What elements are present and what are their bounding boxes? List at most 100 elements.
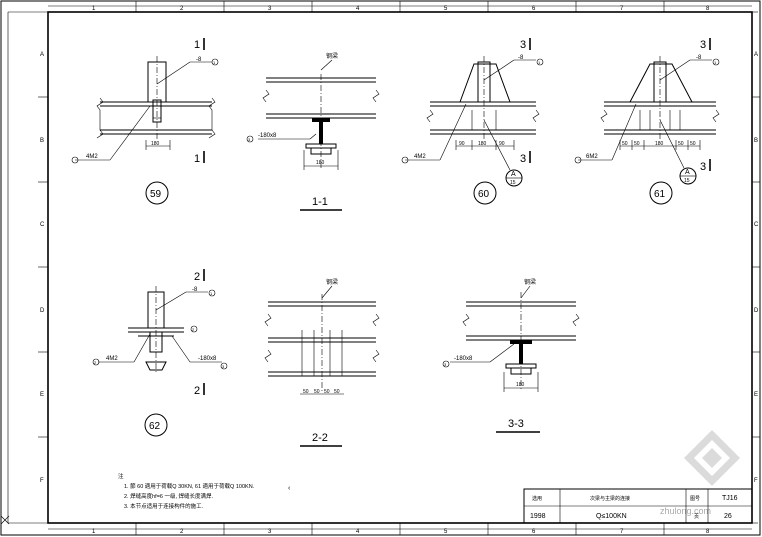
col-label-top: 4: [356, 6, 360, 12]
corner-cross-icon: [0, 515, 10, 525]
notes-heading: 注: [118, 472, 124, 480]
callout-number: 3: [444, 362, 447, 367]
row-label-right: D: [754, 308, 759, 314]
beam-label: 钢梁: [326, 278, 338, 286]
dimension-label: 50: [690, 141, 696, 147]
label-use: 选用: [532, 495, 542, 502]
drawing-number: TJ16: [722, 495, 738, 502]
watermark-logo: zhulong.com: [660, 430, 740, 516]
row-label-left: E: [40, 392, 44, 398]
plate-label: -180x8: [258, 133, 277, 139]
note-line: 2. 焊缝高度hf=6 一级, 焊缝长度满焊.: [124, 492, 214, 500]
section-3-3: 180 钢梁 3 -180x8 3-3: [442, 278, 580, 433]
row-label-left: C: [40, 222, 45, 228]
callout-number: 3: [222, 364, 225, 369]
dimension-label: 180: [516, 382, 525, 388]
label-page: 页: [694, 514, 699, 520]
detail-mark: 61: [654, 189, 666, 200]
col-label-top: 5: [444, 6, 448, 12]
callout-number: 2: [94, 360, 97, 365]
year: 1998: [530, 513, 546, 520]
detail-mark: 62: [149, 421, 161, 432]
dimension-label: 50: [334, 389, 340, 395]
weld-label: 4M2: [414, 154, 426, 160]
ref-symbol-bottom: 15: [510, 180, 516, 186]
weld-label: 6M2: [586, 154, 598, 160]
ref-symbol-bottom: 15: [684, 178, 690, 184]
section-mark-3-top: 3: [520, 39, 526, 51]
plate-label: -8: [696, 55, 702, 61]
col-label-top: 7: [620, 6, 624, 12]
beam-label: 钢梁: [326, 52, 338, 60]
note-line: 1. 節 60 適用于荷载Q 30KN, 61 適用于荷载Q 100KN.: [124, 482, 255, 490]
section-mark-1-bottom: 1: [194, 153, 200, 165]
section-mark-3-top: 3: [700, 39, 706, 51]
plate-label: -180x8: [198, 356, 217, 362]
col-label-bottom: 8: [706, 529, 710, 535]
weld-label: 4M2: [106, 356, 118, 362]
section-title: 1-1: [312, 196, 328, 208]
col-label-bottom: 5: [444, 529, 448, 535]
dimension-label: 50: [634, 141, 640, 147]
plate-label: -8: [192, 287, 198, 293]
section-2-2: 50 50 50 50 钢梁 2-2: [264, 278, 380, 447]
detail-mark: 59: [150, 189, 162, 200]
notes: 注 1. 節 60 適用于荷载Q 30KN, 61 適用于荷载Q 100KN. …: [118, 472, 291, 510]
watermark-text: zhulong.com: [660, 506, 711, 516]
dimension-label: 50: [303, 389, 309, 395]
col-label-bottom: 6: [532, 529, 536, 535]
load-rating: Q≤100KN: [596, 513, 627, 520]
section-1-1: 180 钢梁 3 -180x8 1-1: [246, 52, 380, 211]
col-label-bottom: 7: [620, 529, 624, 535]
col-label-top: 3: [268, 6, 272, 12]
col-label-bottom: 4: [356, 529, 360, 535]
row-label-left: D: [40, 308, 45, 314]
page-number: 26: [724, 513, 732, 520]
col-label-top: 1: [92, 6, 96, 12]
detail-62: 2 2 -8 1 2 4M2 2 -180x8 3 62: [92, 269, 228, 437]
column-grid-ticks: [135, 1, 665, 535]
callout-number: 1: [210, 291, 213, 296]
dimension-label: 90: [459, 141, 465, 147]
dimension-label: 50: [314, 389, 320, 395]
callout-number: 3: [248, 137, 251, 142]
row-label-right: F: [754, 478, 758, 484]
title-block: 选用 1998 次梁与主梁的连接 Q≤100KN 图号 TJ16 页 26: [523, 488, 753, 524]
ref-symbol-top: A: [685, 169, 690, 176]
col-label-top: 6: [532, 6, 536, 12]
plate-label: -8: [518, 55, 524, 61]
dimension-label: 180: [655, 141, 664, 147]
dimension-label: 90: [499, 141, 505, 147]
callout-number: 2: [192, 327, 195, 332]
dimension-label: 180: [151, 141, 160, 147]
ref-symbol-top: A: [511, 171, 516, 178]
dimension-label: 50: [324, 389, 330, 395]
section-title: 2-2: [312, 432, 328, 444]
section-mark-3-bottom: 3: [700, 161, 706, 173]
dimension-label: 180: [316, 160, 325, 166]
row-label-left: A: [40, 52, 44, 58]
section-title: 3-3: [508, 418, 524, 430]
note-line: 3. 本节点适用于连接构件的施工.: [124, 502, 204, 510]
callout-number: 1: [538, 60, 541, 65]
row-label-right: C: [754, 222, 759, 228]
drawing-title: 次梁与主梁的连接: [590, 495, 630, 502]
dimension-label: 50: [622, 141, 628, 147]
column-labels: 1 2 3 4 5 6 7 8 1 2 3 4 5 6 7 8: [92, 6, 710, 535]
col-label-top: 2: [180, 6, 184, 12]
callout-number: 1: [213, 60, 216, 65]
row-label-left: B: [40, 138, 44, 144]
section-mark-2-top: 2: [194, 271, 200, 283]
row-label-left: F: [40, 478, 44, 484]
label-drawing-no: 图号: [690, 496, 700, 502]
row-label-right: B: [754, 138, 758, 144]
section-mark-3-bottom: 3: [520, 153, 526, 165]
dimension-label: 50: [678, 141, 684, 147]
detail-61: 3 3 -8 1 6M2 50 50 180 50 50 A 15 61: [574, 38, 720, 205]
row-label-right: A: [754, 52, 758, 58]
row-labels: A B C D E F A B C D E F: [40, 52, 759, 484]
detail-mark: 60: [478, 189, 490, 200]
section-mark-1-top: 1: [194, 39, 200, 51]
